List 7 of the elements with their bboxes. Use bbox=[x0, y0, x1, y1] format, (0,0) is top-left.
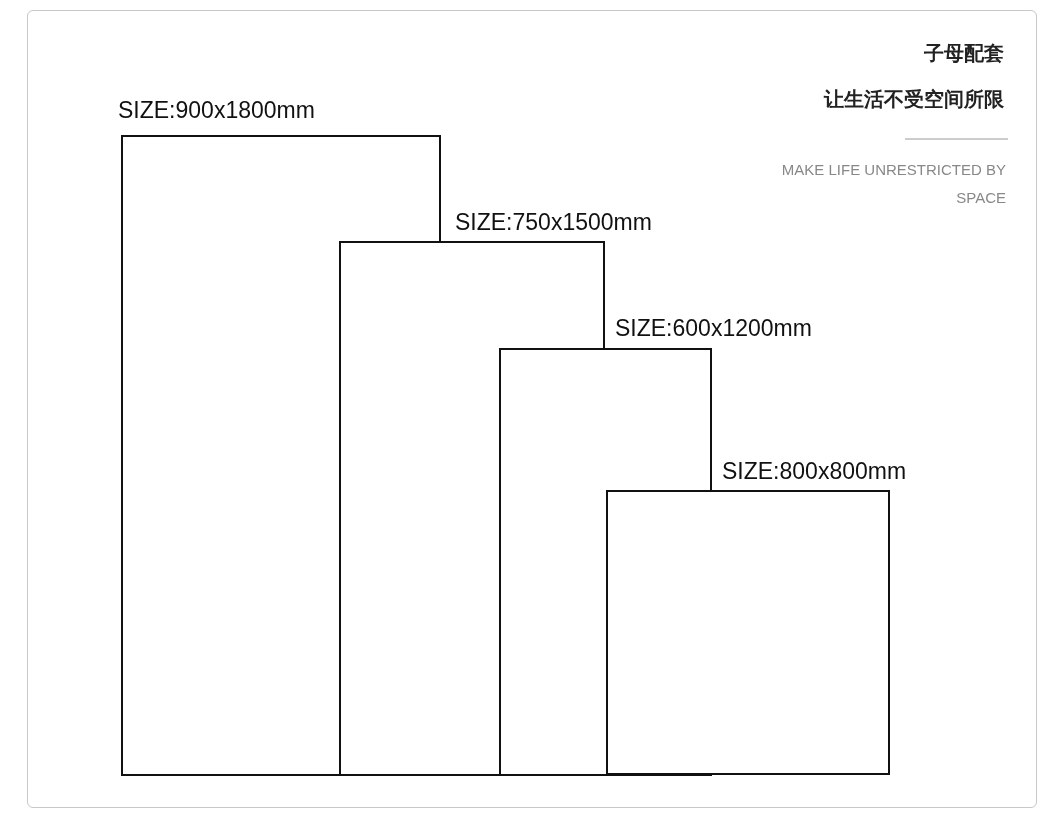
size-label: SIZE:800x800mm bbox=[722, 457, 907, 486]
tagline: MAKE LIFE UNRESTRICTED BY SPACE bbox=[780, 160, 1006, 208]
size-label: SIZE:900x1800mm bbox=[118, 96, 315, 125]
size-label: SIZE:600x1200mm bbox=[615, 314, 812, 343]
subheading: 让生活不受空间所限 bbox=[824, 86, 1004, 113]
heading: 子母配套 bbox=[924, 40, 1004, 67]
size-label: SIZE:750x1500mm bbox=[455, 208, 652, 237]
